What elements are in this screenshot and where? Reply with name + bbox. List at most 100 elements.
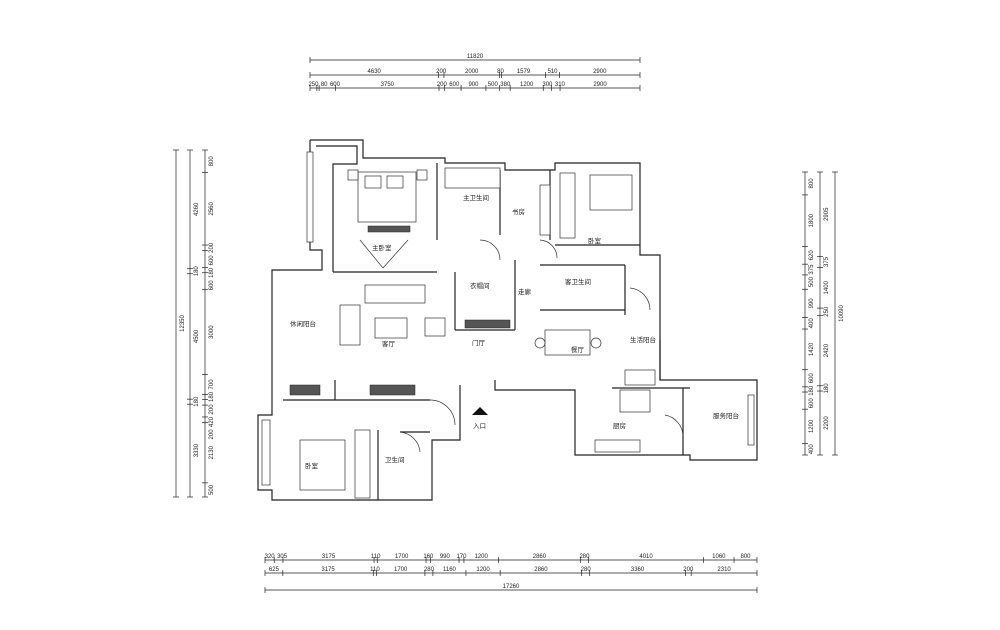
room-label-bathroom: 卫生间 — [385, 455, 405, 464]
dimension-label: 620 — [809, 250, 815, 261]
dimension-label: 2130 — [209, 445, 215, 459]
room-label-living-room: 客厅 — [382, 339, 396, 348]
dimension-label: 600 — [809, 373, 815, 384]
doors — [399, 239, 684, 453]
dimension-label: 200 — [209, 429, 215, 440]
dimension-label: 1200 — [476, 567, 490, 573]
dimension-label: 1700 — [395, 554, 409, 560]
dimension-label: 200 — [436, 69, 447, 75]
dimension-label: 310 — [555, 82, 566, 88]
entrance-arrow-icon — [472, 407, 488, 415]
dimension-label: 10090 — [839, 304, 845, 321]
dimension-label: 3175 — [322, 554, 336, 560]
room-label-master-bath: 主卫生间 — [463, 193, 489, 202]
room-label-foyer: 门厅 — [472, 338, 486, 347]
dimension-label: 180 — [209, 267, 215, 278]
dimension-label: 2860 — [533, 554, 547, 560]
room-label-kitchen: 厨房 — [613, 421, 626, 430]
dimension-label: 110 — [370, 567, 380, 573]
dimension-label: 1700 — [394, 567, 408, 573]
room-label-bedroom-2: 卧室 — [305, 461, 319, 470]
dimension-label: 900 — [468, 82, 479, 88]
room-label-guest-bath: 客卫生间 — [565, 277, 591, 286]
dimension-label: 2860 — [534, 567, 548, 573]
dimension-label: 3360 — [631, 567, 645, 573]
dimension-label: 1800 — [809, 213, 815, 227]
room-label-dining-room: 餐厅 — [571, 345, 585, 354]
dimension-label: 625 — [269, 567, 280, 573]
dimension-label: 250 — [308, 82, 319, 88]
dimension-label: 110 — [371, 554, 381, 560]
room-labels: 主卧室 主卫生间 书房 卧室 衣帽间 休闲阳台 客厅 门厅 走廊 客卫生间 餐厅… — [290, 193, 739, 470]
dimension-label: 17260 — [503, 584, 520, 590]
dimension-label: 400 — [809, 318, 815, 329]
dimension-label: 420 — [209, 416, 215, 427]
dimension-label: 1400 — [824, 280, 830, 294]
dimension-label: 4260 — [194, 202, 200, 216]
dimension-label: 500 — [488, 82, 499, 88]
dimension-label: 180 — [209, 391, 215, 402]
room-label-study: 书房 — [512, 207, 525, 216]
dimension-label: 990 — [440, 554, 451, 560]
dimension-label: 1579 — [517, 69, 531, 75]
dimension-label: 600 — [330, 82, 341, 88]
dimension-label: 2905 — [824, 207, 830, 221]
dimension-label: 80 — [321, 82, 328, 88]
dimension-label: 2000 — [465, 69, 479, 75]
dimension-label: 4500 — [194, 329, 200, 343]
dimension-label: 1060 — [712, 554, 726, 560]
dimension-label: 160 — [423, 554, 434, 560]
room-label-leisure-balcony: 休闲阳台 — [290, 319, 316, 328]
dimension-label: 300 — [542, 82, 553, 88]
dimension-label: 600 — [209, 280, 215, 291]
dimension-label: 80 — [497, 69, 504, 75]
dimension-label: 280 — [424, 567, 435, 573]
dimension-label: 170 — [456, 554, 467, 560]
dimension-label: 500 — [209, 484, 215, 495]
dimension-label: 1200 — [474, 554, 488, 560]
dimension-label: 2900 — [593, 82, 607, 88]
dimension-label: 375 — [809, 264, 815, 275]
dimension-label: 4630 — [368, 69, 382, 75]
room-label-service-balcony: 服务阳台 — [713, 411, 739, 420]
dimension-label: 200 — [209, 404, 215, 415]
dimension-label: 12350 — [180, 314, 186, 331]
dimension-label: 2200 — [824, 416, 830, 430]
dimension-label: 200 — [209, 242, 215, 253]
dimension-label: 3000 — [209, 325, 215, 339]
dimension-label: 1200 — [520, 82, 534, 88]
dimension-label: 700 — [209, 379, 215, 390]
dimension-label: 280 — [581, 567, 592, 573]
dimension-label: 400 — [809, 444, 815, 455]
dimension-label: 2310 — [717, 567, 731, 573]
room-label-entrance: 入口 — [473, 422, 486, 430]
furniture — [289, 167, 656, 499]
dimension-label: 1420 — [809, 342, 815, 356]
dimension-label: 250 — [824, 306, 830, 317]
dimension-label: 3175 — [321, 567, 335, 573]
dimension-label: 500 — [809, 276, 815, 287]
dimension-label: 600 — [209, 255, 215, 266]
dimension-label: 200 — [683, 567, 694, 573]
room-label-corridor: 走廊 — [518, 287, 532, 296]
dimension-label: 1160 — [443, 567, 457, 573]
dimension-label: 180 — [824, 383, 830, 394]
dimension-label: 800 — [209, 156, 215, 167]
dimension-label: 510 — [547, 69, 558, 75]
dimension-label: 2560 — [209, 201, 215, 215]
room-label-master-bedroom: 主卧室 — [372, 243, 392, 252]
dimension-label: 380 — [500, 82, 511, 88]
dimension-label: 180 — [194, 266, 200, 277]
dimension-label: 600 — [449, 82, 460, 88]
room-label-bedroom: 卧室 — [588, 236, 602, 245]
room-label-cloakroom: 衣帽间 — [470, 281, 490, 290]
dimension-label: 180 — [194, 396, 200, 407]
dimension-label: 4010 — [639, 554, 653, 560]
dimension-label: 2420 — [824, 343, 830, 357]
dimension-label: 180 — [809, 385, 815, 396]
dimension-label: 3330 — [194, 443, 200, 457]
dimension-label: 800 — [741, 554, 752, 560]
